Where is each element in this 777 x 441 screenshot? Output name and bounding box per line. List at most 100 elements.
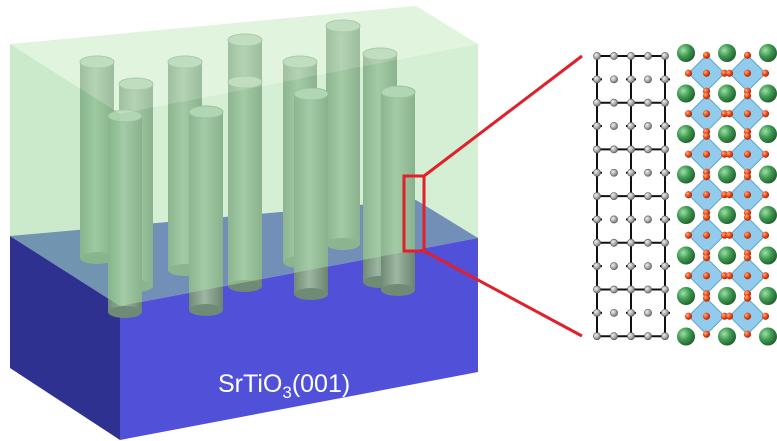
lattice-atom	[644, 332, 652, 341]
lattice-atom	[610, 215, 618, 224]
lattice-atom	[644, 122, 652, 130]
oxygen-atom	[743, 173, 752, 181]
lattice-atom	[610, 168, 618, 177]
oxygen-atom	[743, 294, 752, 302]
lattice-atom	[593, 122, 601, 130]
cation-atom	[677, 206, 695, 224]
oxygen-atom	[684, 272, 693, 280]
oxygen-atom	[702, 132, 711, 140]
lattice-atoms	[593, 52, 669, 341]
lattice-atom	[627, 332, 635, 341]
cation-atom	[677, 125, 695, 143]
cation-atom	[759, 206, 777, 224]
cation-atom	[759, 287, 777, 305]
cation-atom	[677, 84, 695, 103]
lattice-atom	[661, 98, 669, 107]
oxygen-atom	[684, 110, 693, 118]
lattice-cells	[592, 52, 670, 341]
lattice-atom	[661, 122, 669, 130]
lattice-atom	[644, 168, 652, 177]
lattice-atom	[593, 98, 601, 107]
oxygen-atom	[702, 92, 711, 100]
zoom-box	[402, 174, 426, 253]
lattice-atom	[644, 285, 652, 294]
substrate-side-face	[10, 236, 120, 440]
oxygen-atom	[684, 150, 693, 158]
oxygen-atom	[725, 110, 734, 118]
oxygen-atom	[743, 92, 752, 100]
cation-atom	[759, 125, 777, 143]
lattice-atom	[661, 192, 669, 200]
oxygen-atom	[743, 272, 752, 280]
oxygen-atom	[702, 231, 711, 239]
oxygen-atom	[720, 150, 729, 158]
lattice-atom	[627, 308, 635, 317]
oxygen-atom	[702, 330, 711, 338]
oxygen-atom	[743, 213, 752, 221]
cation-atom	[759, 165, 777, 184]
lattice-atom	[661, 332, 669, 341]
cation-atom	[677, 165, 695, 184]
oxygen-atom	[743, 231, 752, 239]
cation-atom	[677, 246, 695, 265]
oxygen-atom	[702, 213, 711, 221]
lattice-atom	[593, 215, 601, 224]
cation-atom	[677, 44, 695, 62]
lattice-atom	[661, 52, 669, 60]
oxygen-atom	[761, 272, 770, 280]
lattice-atom	[610, 238, 618, 247]
lattice-atom	[610, 192, 618, 200]
oxygen-atom	[702, 191, 711, 199]
lattice-atom	[593, 308, 601, 317]
lattice-atom	[644, 75, 652, 84]
oxygen-atom	[702, 294, 711, 302]
cation-atom	[677, 287, 695, 305]
cation-atom	[718, 165, 736, 184]
lattice-atom	[661, 75, 669, 84]
lattice-atom	[627, 122, 635, 130]
lattice-atom	[627, 192, 635, 200]
zoom-indicator	[402, 54, 583, 338]
oxygen-atom	[743, 254, 752, 262]
oxygen-atom	[725, 191, 734, 199]
lattice-atom	[610, 285, 618, 294]
oxygen-atom	[761, 231, 770, 239]
lattice-atom	[627, 215, 635, 224]
oxygen-atom	[702, 51, 711, 59]
lattice-atom	[593, 238, 601, 247]
substrate-label: SrTiO3(001)	[218, 370, 350, 402]
oxygen-atom	[743, 51, 752, 59]
film-side-face	[10, 44, 120, 306]
lattice-atom	[627, 262, 635, 271]
oxygen-atom	[725, 272, 734, 280]
oxygen-atom	[743, 132, 752, 140]
cation-atom	[677, 327, 695, 346]
oxygen-atom	[684, 69, 693, 77]
lattice-atom	[644, 238, 652, 247]
oxygen-atom	[743, 110, 752, 118]
oxygen-atom	[743, 312, 752, 320]
lattice-atom	[610, 52, 618, 60]
oxygen-atom	[720, 69, 729, 77]
lattice-atom	[593, 52, 601, 60]
oxygen-atom	[720, 312, 729, 320]
oxygen-atom	[761, 312, 770, 320]
oxygen-atom	[761, 69, 770, 77]
oxygen-atom	[702, 150, 711, 158]
lattice-atom	[644, 262, 652, 271]
cation-atom	[718, 246, 736, 265]
oxygen-atom	[702, 110, 711, 118]
oxygen-atom	[725, 150, 734, 158]
lattice-atom	[661, 238, 669, 247]
oxygen-atom	[761, 150, 770, 158]
cation-atom	[718, 44, 736, 62]
cation-atom	[759, 327, 777, 346]
lattice-atom	[610, 145, 618, 154]
oxygen-atom	[743, 191, 752, 199]
lattice-atom	[644, 192, 652, 200]
cation-atom	[718, 84, 736, 103]
lattice-atom	[610, 122, 618, 130]
oxygen-atom	[702, 272, 711, 280]
lattice-atom	[593, 168, 601, 177]
cation-atom	[759, 44, 777, 62]
